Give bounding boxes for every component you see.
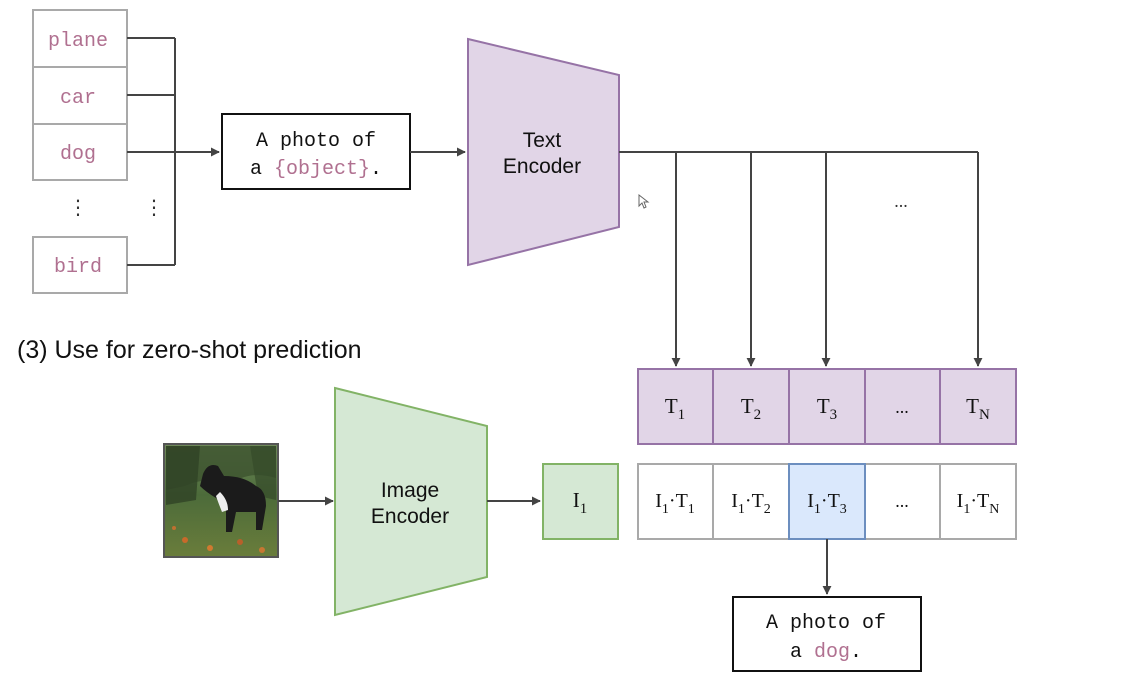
text-embedding-cell: T1 bbox=[665, 394, 685, 423]
section-title: (3) Use for zero-shot prediction bbox=[17, 336, 362, 364]
class-label-car: car bbox=[32, 66, 128, 125]
template-line-2: a {object}. bbox=[250, 158, 382, 181]
template-line-1: A photo of bbox=[256, 130, 376, 153]
similarity-cell: I1·T1 bbox=[655, 490, 695, 517]
class-label-list: plane car dog ⋮ ⋮ bird bbox=[32, 9, 164, 294]
class-label-text: plane bbox=[48, 30, 108, 53]
text-embedding-cell: T2 bbox=[741, 394, 761, 423]
input-dog-photo bbox=[163, 443, 279, 558]
text-embedding-cell: TN bbox=[966, 394, 990, 423]
predicted-class: dog bbox=[814, 641, 850, 664]
vertical-ellipsis: ⋮ bbox=[144, 197, 164, 219]
similarity-cell: I1·TN bbox=[957, 490, 1000, 517]
horizontal-ellipsis: ... bbox=[894, 191, 908, 211]
image-encoder-label-1: Image bbox=[381, 479, 439, 502]
image-encoder: Image Encoder bbox=[334, 386, 488, 617]
similarity-cell: I1·T2 bbox=[731, 490, 771, 517]
text-embedding-cell: T3 bbox=[817, 394, 837, 423]
class-label-text: dog bbox=[60, 143, 96, 166]
text-embedding-row: T1 T2 T3 ... TN bbox=[637, 368, 1017, 445]
template-prefix: a bbox=[250, 158, 274, 181]
class-label-text: car bbox=[60, 87, 96, 110]
template-suffix: . bbox=[370, 158, 382, 181]
text-encoder-output-arrows bbox=[619, 151, 983, 367]
prediction-prefix: a bbox=[790, 641, 814, 664]
similarity-cell: I1·T3 bbox=[807, 490, 847, 517]
class-label-plane: plane bbox=[32, 9, 128, 68]
class-label-text: bird bbox=[54, 256, 102, 279]
text-encoder-label-2: Encoder bbox=[503, 155, 581, 178]
similarity-cell: ... bbox=[895, 491, 909, 511]
class-label-bird: bird bbox=[32, 236, 128, 294]
text-embedding-cell: ... bbox=[895, 397, 909, 417]
vertical-ellipsis: ⋮ bbox=[68, 197, 88, 219]
prompt-template-box: A photo of a {object}. bbox=[221, 113, 411, 190]
class-label-dog: dog bbox=[32, 123, 128, 181]
prediction-box: A photo of a dog. bbox=[732, 596, 922, 672]
label-bus-connector bbox=[127, 37, 176, 266]
prediction-line-2: a dog. bbox=[790, 641, 862, 664]
prediction-line-1: A photo of bbox=[766, 612, 886, 635]
similarity-row: I1·T1 I1·T2 I1·T3 ... I1·TN bbox=[637, 463, 1017, 540]
image-encoder-label-2: Encoder bbox=[371, 505, 449, 528]
text-encoder: Text Encoder bbox=[467, 37, 620, 267]
image-embedding-label: I1 bbox=[573, 488, 588, 517]
mouse-cursor-icon bbox=[638, 193, 650, 209]
image-embedding: I1 bbox=[542, 463, 619, 540]
prediction-suffix: . bbox=[850, 641, 862, 664]
text-encoder-label-1: Text bbox=[523, 129, 562, 152]
template-placeholder: {object} bbox=[274, 158, 370, 181]
